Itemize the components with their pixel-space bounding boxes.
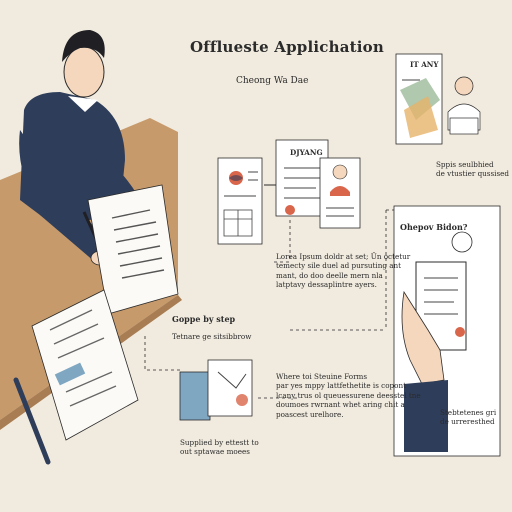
scanner-documents-icon [179, 359, 253, 421]
right-caption: Stebtetenes gri de urreresthed [440, 408, 497, 427]
page-subtitle: Cheong Wa Dae [236, 76, 309, 86]
office-clerk-illustration [447, 76, 481, 135]
forms-caption: Where toi Steuine Forms par yes mppy lat… [276, 372, 421, 419]
map-document-icon [395, 53, 443, 145]
doc-tag-2: IT ANY [410, 60, 439, 69]
step-heading: Goppe by step [172, 314, 236, 324]
bottom-caption: Supplied by ettestt to out sptawae moees [180, 438, 259, 457]
phone-heading: Ohepov Bidon? [400, 222, 468, 232]
page-title: Offlueste Applichation [190, 38, 384, 56]
person-id-card-icon [319, 157, 361, 229]
doc-caption: Lorea Ipsum doldr at set; Ûn octetur tem… [276, 252, 411, 290]
phone-panel [393, 205, 501, 457]
pen [13, 377, 51, 465]
document-flag-icon [217, 157, 263, 245]
step-subtitle: Tetnare ge sitsibbrow [172, 332, 252, 341]
desk-document [87, 184, 179, 315]
connector-dashed [274, 209, 400, 331]
application-document [275, 139, 329, 217]
top-right-caption: Sppis seulbhied de vtustier qussised [436, 160, 510, 179]
lower-left-paper [31, 289, 139, 441]
doc-tag: DJYANG [290, 148, 323, 157]
